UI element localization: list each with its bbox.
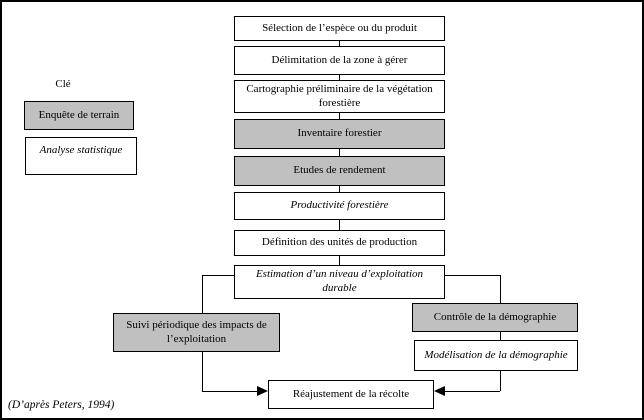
flow-step-etudes-rendement: Etudes de rendement <box>234 156 445 186</box>
flow-step-definition-unites: Définition des unités de production <box>234 230 445 256</box>
branch-modelisation-demographie: Modélisation de la démographie <box>414 340 578 371</box>
connector-step4-step5 <box>339 186 340 192</box>
branch-controle-demographie: Contrôle de la démographie <box>412 303 578 332</box>
connector-modelisation-to-reajustement-h <box>445 391 500 392</box>
legend-item-analyse-statistique: Analyse statistique <box>25 137 137 175</box>
connector-step0-step1 <box>339 41 340 46</box>
flow-step-productivite-forestiere: Productivité forestière <box>234 192 445 220</box>
arrowhead-left-icon <box>434 386 445 396</box>
flow-step-cartographie-preliminaire: Cartographie préliminaire de la végétati… <box>234 80 445 113</box>
flow-step-inventaire-forestier: Inventaire forestier <box>234 119 445 149</box>
arrowhead-right-icon <box>257 386 268 396</box>
connector-controle-to-modelisation <box>500 332 501 340</box>
connector-estimation-to-suivi-h <box>202 275 234 276</box>
legend-item-enquete-de-terrain: Enquête de terrain <box>24 101 134 130</box>
connector-suivi-to-reajustement-h <box>202 391 257 392</box>
legend-title: Clé <box>55 78 71 90</box>
branch-suivi-impacts-exploitation: Suivi périodique des impacts de l’exploi… <box>113 313 280 352</box>
connector-estimation-to-suivi-v <box>202 275 203 313</box>
connector-step2-step3 <box>339 113 340 119</box>
connector-suivi-to-reajustement-v <box>202 352 203 391</box>
source-citation: (D’après Peters, 1994) <box>8 399 115 411</box>
connector-estimation-to-controle-v <box>500 275 501 303</box>
connector-step6-step7 <box>339 256 340 265</box>
final-step-reajustement-recolte: Réajustement de la récolte <box>268 380 434 409</box>
connector-modelisation-to-reajustement-v <box>500 371 501 391</box>
connector-step3-step4 <box>339 149 340 156</box>
flow-step-delimitation-zone: Délimitation de la zone à gérer <box>234 46 445 75</box>
flow-step-estimation-exploitation-durable: Estimation d’un niveau d’exploitation du… <box>234 265 445 299</box>
flow-step-selection-espece: Sélection de l’espèce ou du produit <box>234 16 445 41</box>
connector-step1-step2 <box>339 75 340 80</box>
connector-estimation-to-controle-h <box>445 275 500 276</box>
connector-step5-step6 <box>339 220 340 230</box>
